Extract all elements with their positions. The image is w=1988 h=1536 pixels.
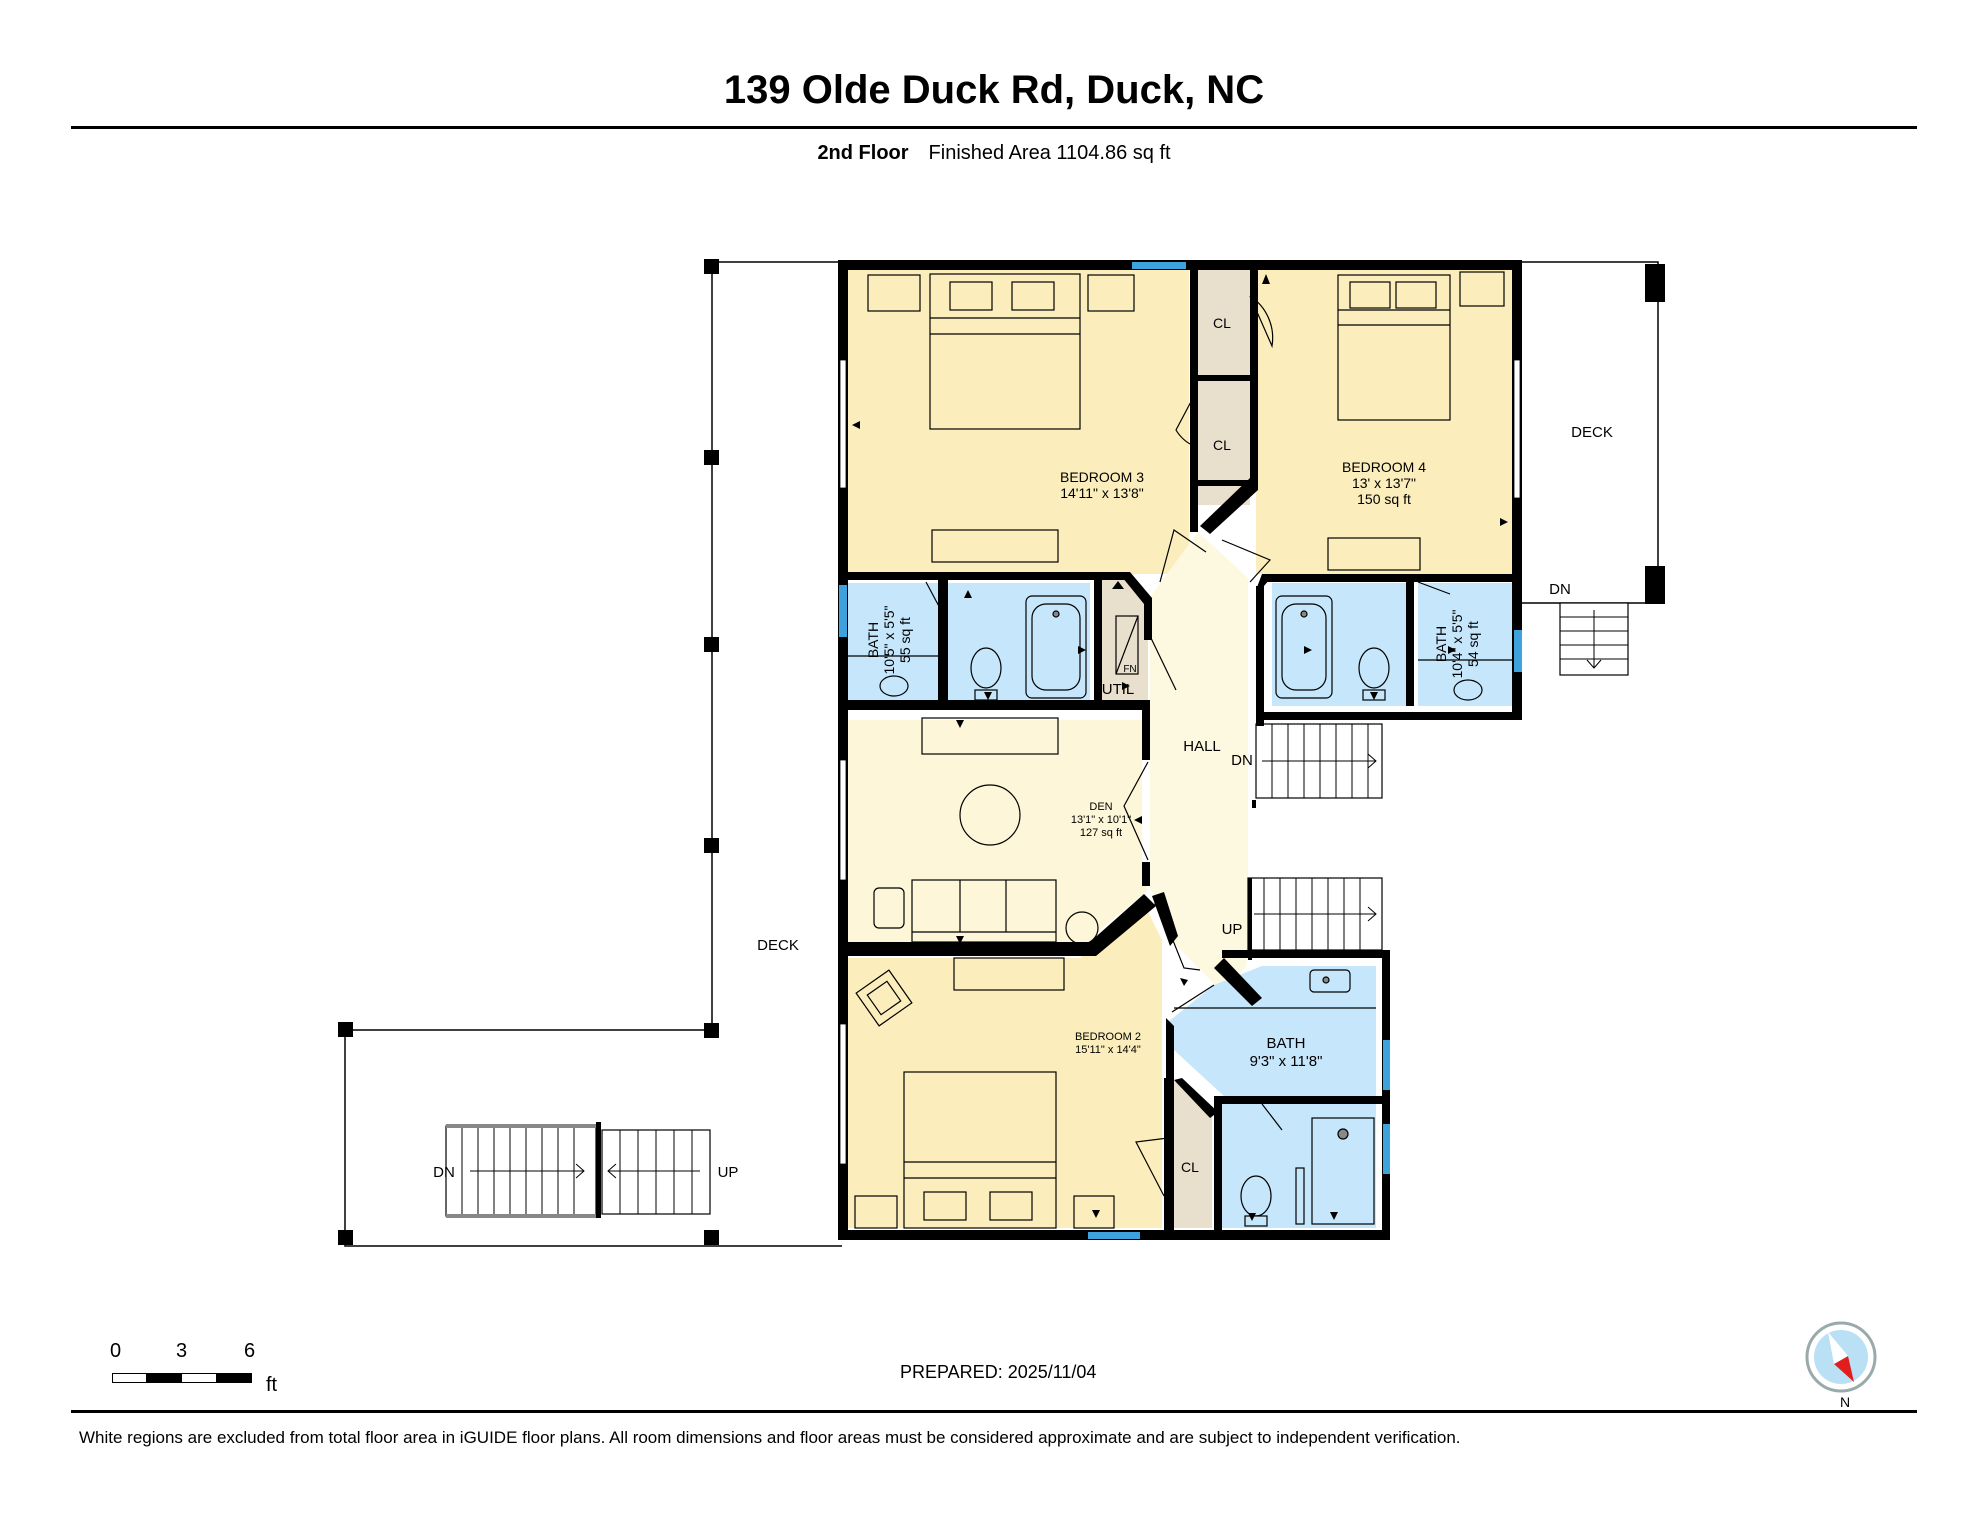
bedroom2-fill [846, 908, 1162, 1228]
scale-bar: 0 3 6 ft [110, 1340, 310, 1396]
label-bath-lower: BATH [1267, 1035, 1306, 1052]
scale-seg-2 [146, 1373, 182, 1383]
label-bath-right-area: 54 sq ft [1465, 621, 1481, 667]
floor-subtitle: 2nd Floor Finished Area 1104.86 sq ft [0, 142, 1988, 165]
compass: N [1804, 1320, 1878, 1410]
header-rule [71, 126, 1917, 129]
label-stair-up-left: UP [718, 1164, 739, 1181]
label-bedroom3: BEDROOM 3 [1060, 469, 1144, 485]
fixtures [846, 271, 1513, 1229]
scale-tick-3: 3 [176, 1340, 188, 1362]
room-fills [842, 266, 1518, 1228]
scale-tick-0: 0 [110, 1340, 122, 1362]
stair-rails [446, 800, 1256, 1218]
label-hall: HALL [1183, 738, 1221, 755]
plan-title: 139 Olde Duck Rd, Duck, NC [723, 68, 1265, 112]
door-swings [925, 295, 1451, 1197]
label-deck-right: DECK [1571, 424, 1613, 441]
compass-label: N [1840, 1394, 1850, 1410]
label-den: DEN [1089, 801, 1112, 813]
label-stair-dn-deck: DN [1549, 581, 1571, 598]
scale-seg-3 [181, 1373, 217, 1383]
label-fn: FN [1123, 664, 1136, 675]
label-bedroom2-dims: 15'11" x 14'4" [1075, 1044, 1141, 1056]
stair-treads [461, 610, 1628, 1216]
label-bath-left-dims: 10'5" x 5'5" [881, 605, 897, 674]
bath-right-sink-fill [1418, 583, 1513, 706]
footer-rule [71, 1410, 1917, 1413]
label-bath-left-area: 55 sq ft [897, 617, 913, 663]
label-closet-1: CL [1213, 315, 1231, 331]
room-labels: BEDROOM 3 14'11" x 13'8" BEDROOM 4 13' x… [433, 315, 1613, 1181]
label-bedroom4-area: 150 sq ft [1357, 491, 1411, 507]
hall-fill [1150, 532, 1248, 990]
den-fill [846, 720, 1148, 948]
prepared-date: PREPARED: 2025/11/04 [900, 1362, 1097, 1382]
label-den-dims: 13'1" x 10'1" [1071, 814, 1131, 826]
scale-seg-1 [112, 1373, 147, 1383]
label-bedroom2: BEDROOM 2 [1075, 1031, 1141, 1043]
label-bedroom4-dims: 13' x 13'7" [1352, 475, 1416, 491]
bath-lower-fill [1168, 966, 1376, 1098]
label-closet-3: CL [1181, 1159, 1199, 1175]
deck-posts [338, 259, 1665, 1245]
finished-area: Finished Area 1104.86 sq ft [928, 142, 1171, 164]
compass-icon: N [1805, 1321, 1877, 1410]
label-bath-right: BATH [1433, 626, 1449, 662]
label-deck-left: DECK [757, 937, 799, 954]
bedroom3-fill [842, 266, 1189, 574]
label-bedroom4: BEDROOM 4 [1342, 459, 1426, 475]
bath-right-fill [1272, 583, 1409, 706]
util-fill [1100, 580, 1148, 700]
deck-left-outline [344, 261, 842, 1247]
label-bedroom3-dims: 14'11" x 13'8" [1060, 485, 1144, 501]
door-arrows [852, 274, 1508, 1221]
label-closet-2: CL [1213, 437, 1231, 453]
label-stair-dn-left: DN [433, 1164, 455, 1181]
windows [839, 262, 1522, 1239]
label-den-area: 127 sq ft [1080, 827, 1122, 839]
bedroom2-closet-fill [1170, 1082, 1212, 1228]
scale-seg-4 [216, 1373, 252, 1383]
bath-left-fill [846, 583, 938, 701]
label-bath-right-dims: 10'4" x 5'5" [1449, 609, 1465, 678]
label-bath-lower-dims: 9'3" x 11'8" [1250, 1053, 1323, 1070]
label-util: UTIL [1102, 681, 1135, 698]
scale-tick-6: 6 [244, 1340, 256, 1362]
bath-lower-wc-fill [1221, 1103, 1376, 1228]
label-stair-dn-hall: DN [1231, 752, 1253, 769]
bedroom3-closets-fill [1194, 270, 1250, 505]
label-stair-up-hall: UP [1222, 921, 1243, 938]
label-bath-left: BATH [865, 622, 881, 658]
scale-unit: ft [266, 1374, 278, 1396]
disclaimer: White regions are excluded from total fl… [79, 1428, 1461, 1447]
bath-left-tub-fill [948, 583, 1090, 701]
floor-name: 2nd Floor [817, 142, 909, 164]
